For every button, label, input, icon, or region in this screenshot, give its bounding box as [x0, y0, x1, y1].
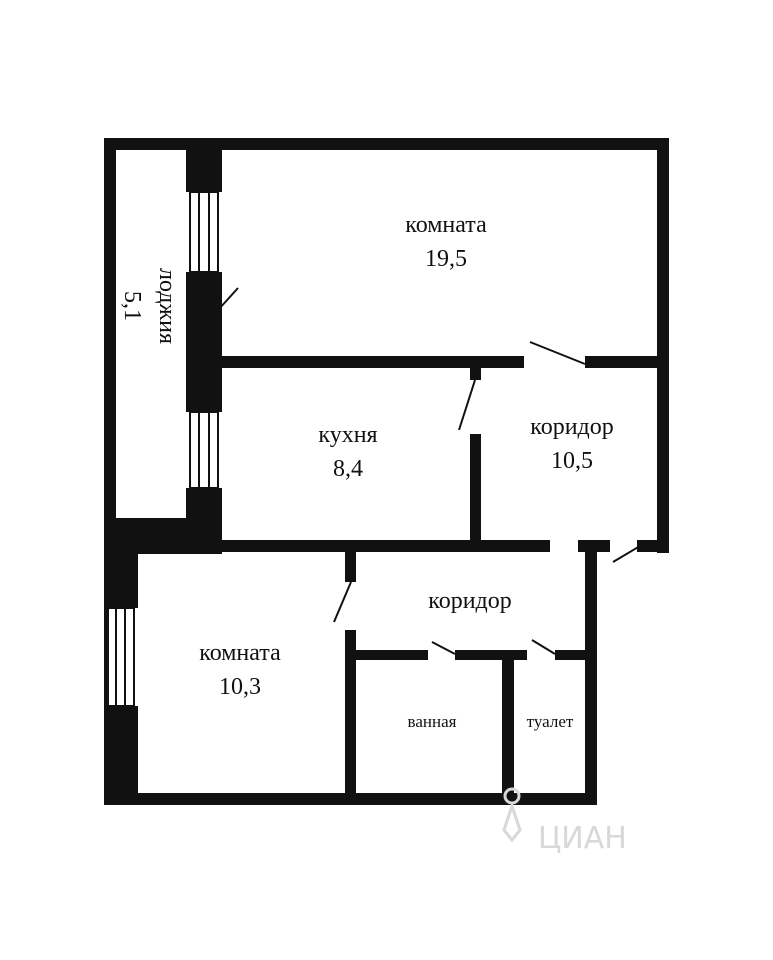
room2-name: комната: [199, 640, 281, 666]
watermark-text: ЦИАН: [538, 821, 627, 856]
kitchen-name: кухня: [318, 422, 377, 448]
window-top: [189, 191, 219, 273]
window-bottom: [107, 607, 135, 707]
corridor1-area: 10,5: [551, 448, 593, 474]
room1-area: 19,5: [425, 246, 467, 272]
room2-area: 10,3: [219, 674, 261, 700]
location-pin-icon: [502, 787, 522, 843]
doors: [199, 287, 641, 655]
interior-walls: [222, 356, 669, 805]
toilet-name: туалет: [527, 712, 574, 731]
room1-name: комната: [405, 212, 487, 238]
corridor1-name: коридор: [530, 414, 614, 440]
kitchen-area: 8,4: [333, 456, 363, 482]
bath-name: ванная: [408, 712, 457, 731]
window-middle: [189, 411, 219, 489]
corridor2-name: коридор: [428, 588, 512, 614]
loggia-area: 5,1: [119, 291, 145, 321]
loggia-name: лоджия: [154, 268, 180, 344]
loggia-walls: [104, 138, 222, 805]
watermark: ЦИАН: [502, 787, 627, 856]
